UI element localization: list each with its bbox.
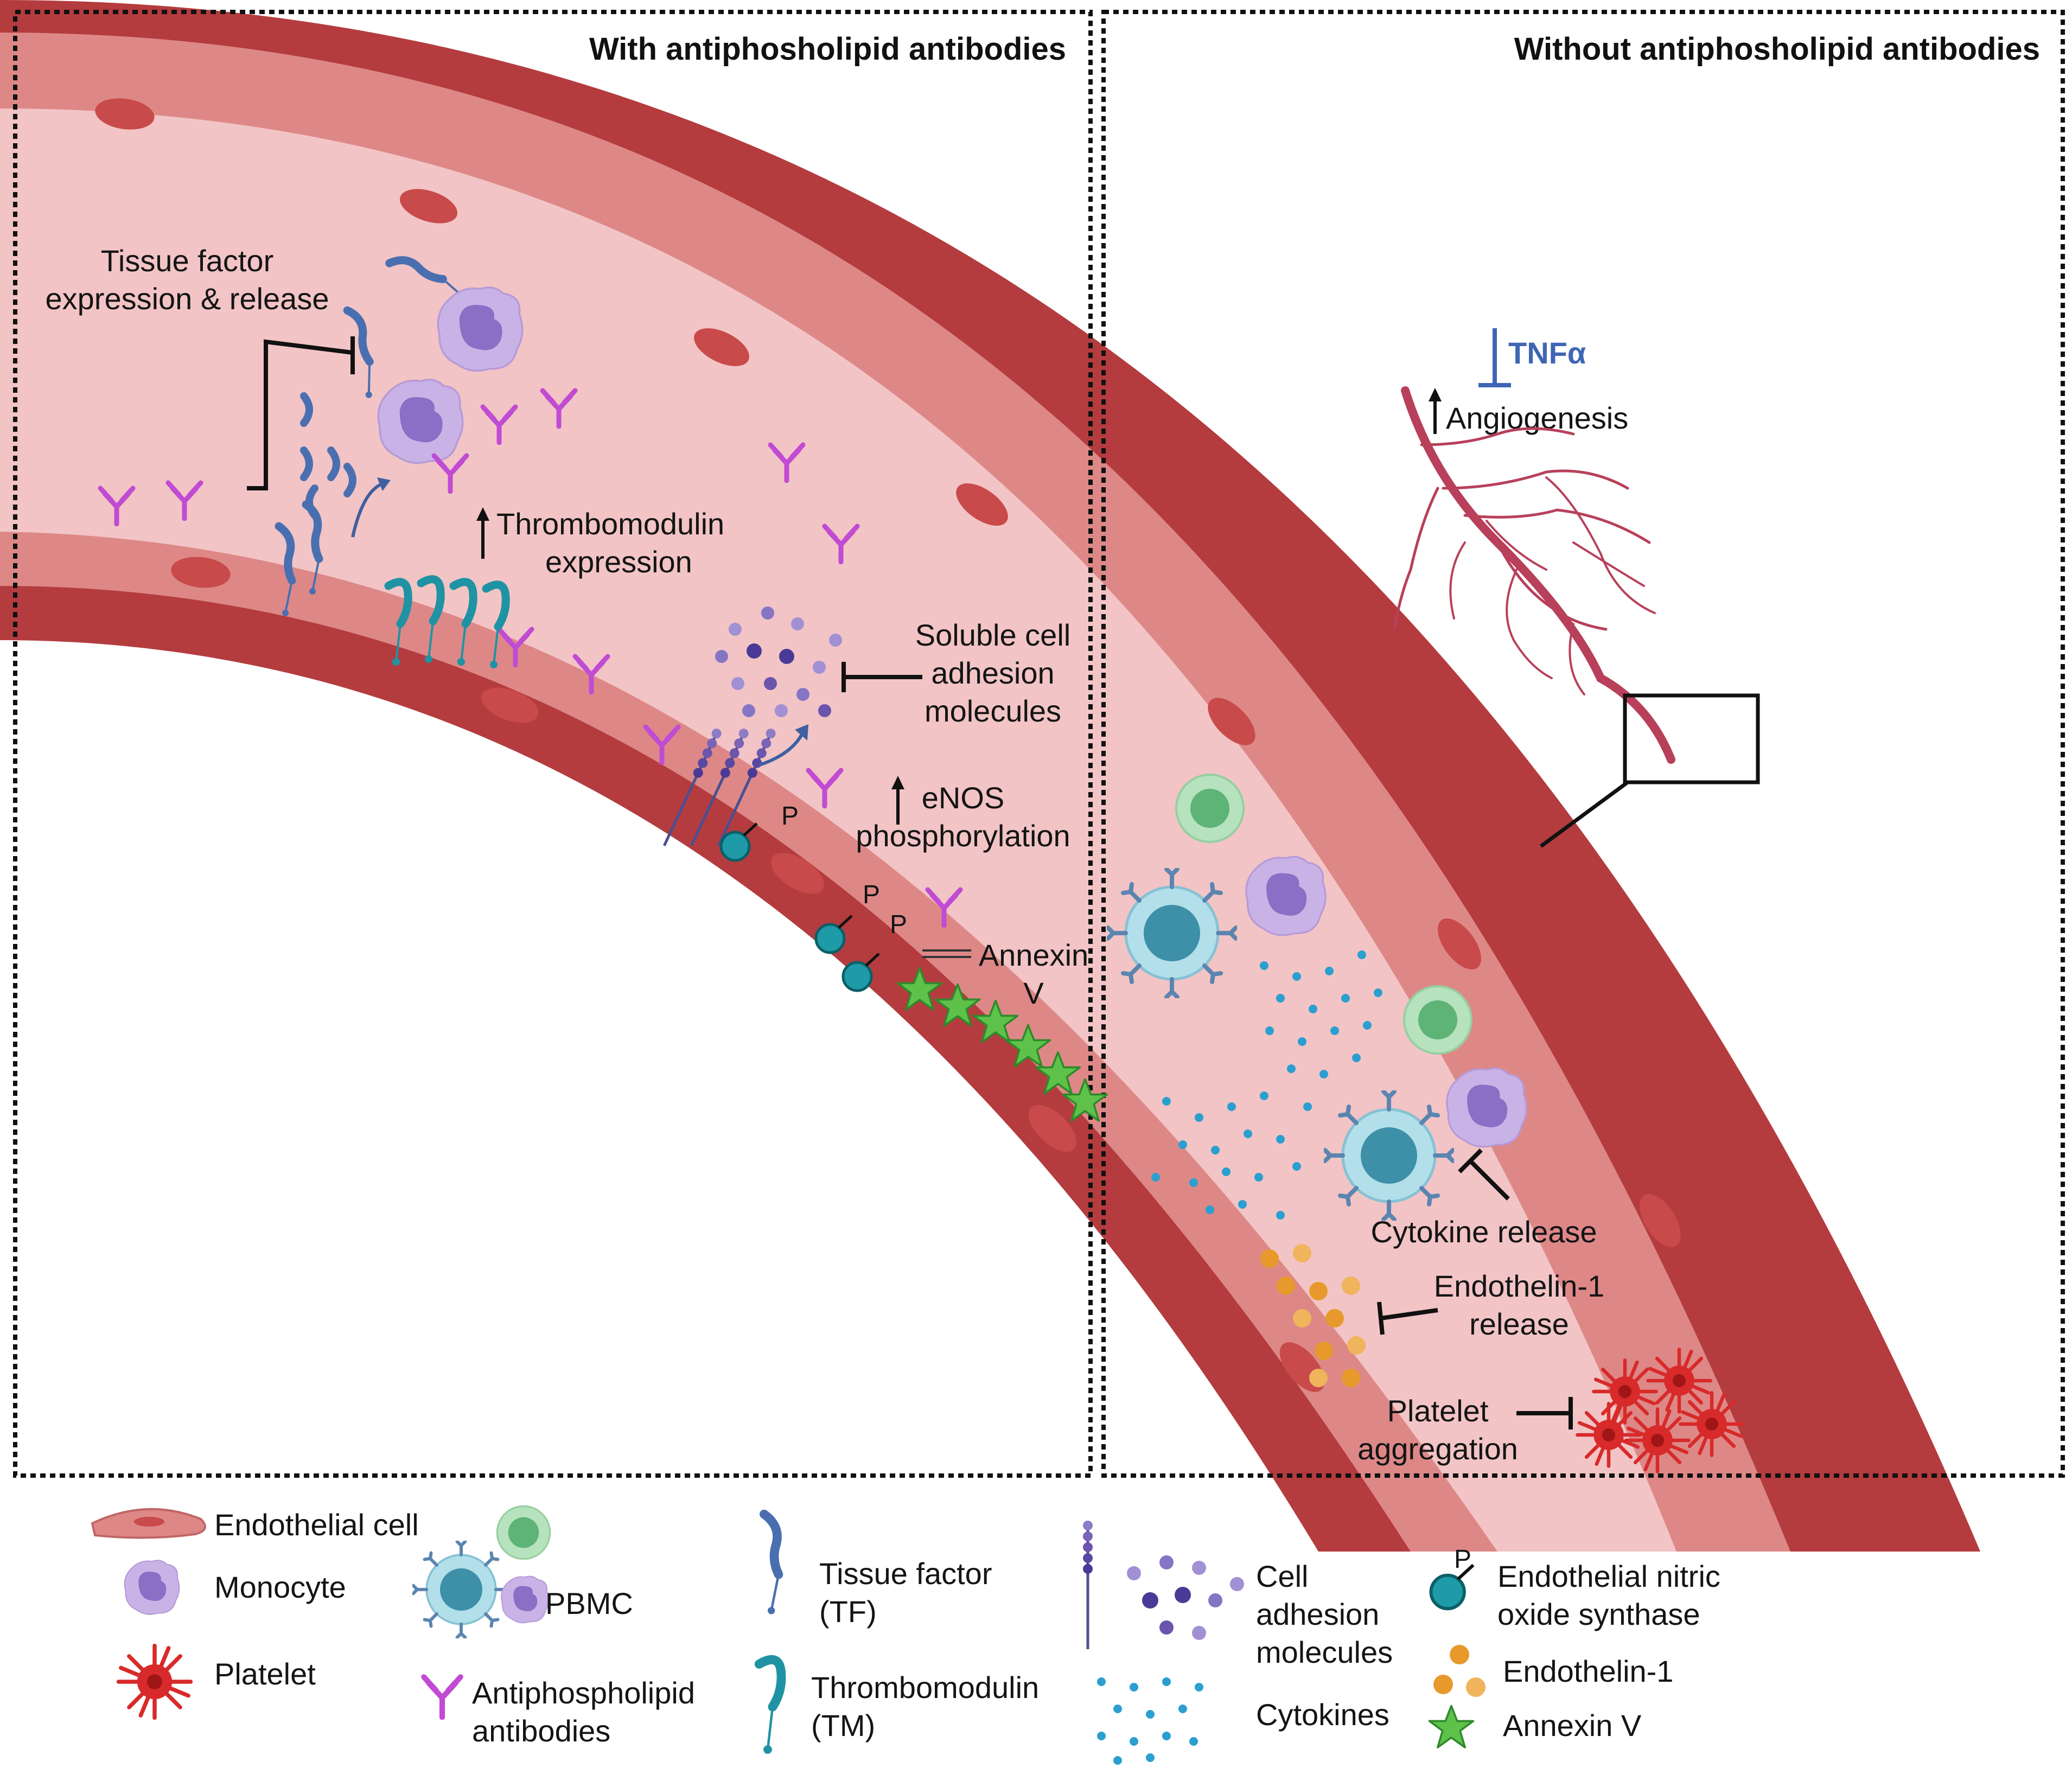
label-tissue-factor-1: Tissue factor: [101, 244, 273, 278]
legend-annexin-icon: [1428, 1705, 1475, 1748]
legend-pbmc-monocyte-icon: [501, 1575, 549, 1624]
monocyte-4: [1446, 1067, 1527, 1148]
label-annexin-2: V: [1023, 976, 1044, 1010]
cytokine-dots: [1151, 950, 1382, 1220]
label-endothelin-2: release: [1469, 1307, 1569, 1341]
monocyte-1: [437, 286, 524, 372]
label-tissue-factor-2: expression & release: [46, 282, 329, 316]
pbmc-green-1: [1175, 774, 1245, 843]
label-thrombomodulin-2: expression: [545, 545, 692, 579]
cytokine-inhibition: [1458, 1148, 1510, 1201]
label-thrombomodulin-1: Thrombomodulin: [496, 507, 724, 541]
legend-antibody-icon: [424, 1677, 461, 1717]
legend-label-cytokines: Cytokines: [1256, 1697, 1389, 1732]
zoom-connector: [1539, 781, 1629, 848]
legend-label-cam-3: molecules: [1256, 1635, 1393, 1669]
endothelin-inhibition: [1377, 1301, 1438, 1335]
pbmc-green-2: [1403, 985, 1472, 1055]
label-tnfa: TNFα: [1508, 336, 1586, 370]
legend-label-apl-1: Antiphospholipid: [472, 1676, 695, 1710]
label-enos-1: eNOS: [922, 781, 1005, 815]
legend-tf-icon: [764, 1514, 779, 1614]
monocyte-3: [1245, 856, 1327, 936]
cell-adhesion-molecules: [660, 724, 808, 848]
tf-inhibition-bracket: [247, 336, 355, 490]
legend-cam-icon: [1083, 1521, 1093, 1649]
legend-label-tm-2: (TM): [811, 1708, 875, 1743]
legend-endothelin-icon: [1433, 1645, 1486, 1697]
label-annexin-1: Annexin: [979, 938, 1088, 972]
legend-platelet-icon: [119, 1646, 191, 1718]
label-soluble-1: Soluble cell: [915, 618, 1070, 652]
left-panel-title: With antiphosholipid antibodies: [589, 31, 1066, 67]
endothelin-dots: [1260, 1244, 1366, 1387]
tissue-factor-molecules: [279, 252, 474, 616]
p-mark-1: P: [781, 802, 799, 831]
left-panel: Tissue factor expression & release: [46, 244, 1108, 1122]
legend-label-tf-1: Tissue factor: [819, 1556, 992, 1591]
legend-label-tf-2: (TF): [819, 1594, 877, 1629]
legend-label-endothelial-cell: Endothelial cell: [214, 1508, 419, 1542]
soluble-adhesion-dots: [715, 607, 842, 717]
p-mark-3: P: [890, 910, 907, 939]
tnfa-inhibition: [1478, 328, 1511, 387]
legend-cytokine-icon: [1097, 1677, 1203, 1765]
legend-pbmc-blue-icon: [413, 1542, 509, 1638]
right-panel-border: [1101, 10, 2065, 1478]
legend-monocyte-icon: [124, 1560, 180, 1615]
legend-label-enos-2: oxide synthase: [1497, 1597, 1700, 1631]
endothelial-nuclei: [95, 98, 1681, 1392]
label-platelet-1: Platelet: [1387, 1394, 1489, 1428]
blood-vessel: [0, 0, 1980, 1552]
legend-label-cam-1: Cell: [1256, 1559, 1308, 1593]
legend-label-annexin: Annexin V: [1503, 1708, 1642, 1743]
platelet-inhibition: [1516, 1397, 1573, 1429]
label-soluble-3: molecules: [925, 694, 1061, 728]
legend-pbmc-green-icon: [496, 1505, 551, 1560]
monocyte-2: [377, 379, 464, 464]
label-platelet-2: aggregation: [1357, 1432, 1518, 1466]
label-endothelin-1: Endothelin-1: [1434, 1269, 1604, 1303]
legend-cam-dots: [1127, 1555, 1244, 1640]
legend-label-endothelin: Endothelin-1: [1503, 1654, 1673, 1688]
legend-tm-icon: [759, 1660, 781, 1754]
legend-label-enos-1: Endothelial nitric: [1497, 1559, 1720, 1593]
annexin-double-line: [922, 949, 971, 958]
zoom-box: [1623, 693, 1760, 784]
right-panel-title: Without antiphosholipid antibodies: [1514, 31, 2040, 67]
legend-label-pbmc: PBMC: [545, 1586, 633, 1620]
legend-label-platelet: Platelet: [214, 1657, 316, 1691]
label-soluble-2: adhesion: [931, 656, 1054, 690]
left-panel-border: [13, 10, 1093, 1478]
legend-p-mark: P: [1454, 1545, 1471, 1574]
legend-label-apl-2: antibodies: [472, 1714, 610, 1748]
legend-label-cam-2: adhesion: [1256, 1597, 1379, 1631]
legend-label-tm-1: Thrombomodulin: [811, 1670, 1039, 1705]
label-enos-2: phosphorylation: [856, 819, 1070, 853]
legend-label-monocyte: Monocyte: [214, 1570, 346, 1604]
right-panel: TNFα Angiogenesis: [1108, 328, 1760, 1472]
legend: Endothelial cell Monocyte Platelet PBMC …: [91, 1505, 1720, 1765]
angiogenesis-vessels: [1393, 386, 1675, 764]
p-mark-2: P: [863, 880, 880, 909]
legend-endothelial-cell-icon: [91, 1508, 206, 1539]
label-cytokine-release: Cytokine release: [1370, 1215, 1597, 1249]
soluble-inhibition-line: [841, 662, 922, 692]
